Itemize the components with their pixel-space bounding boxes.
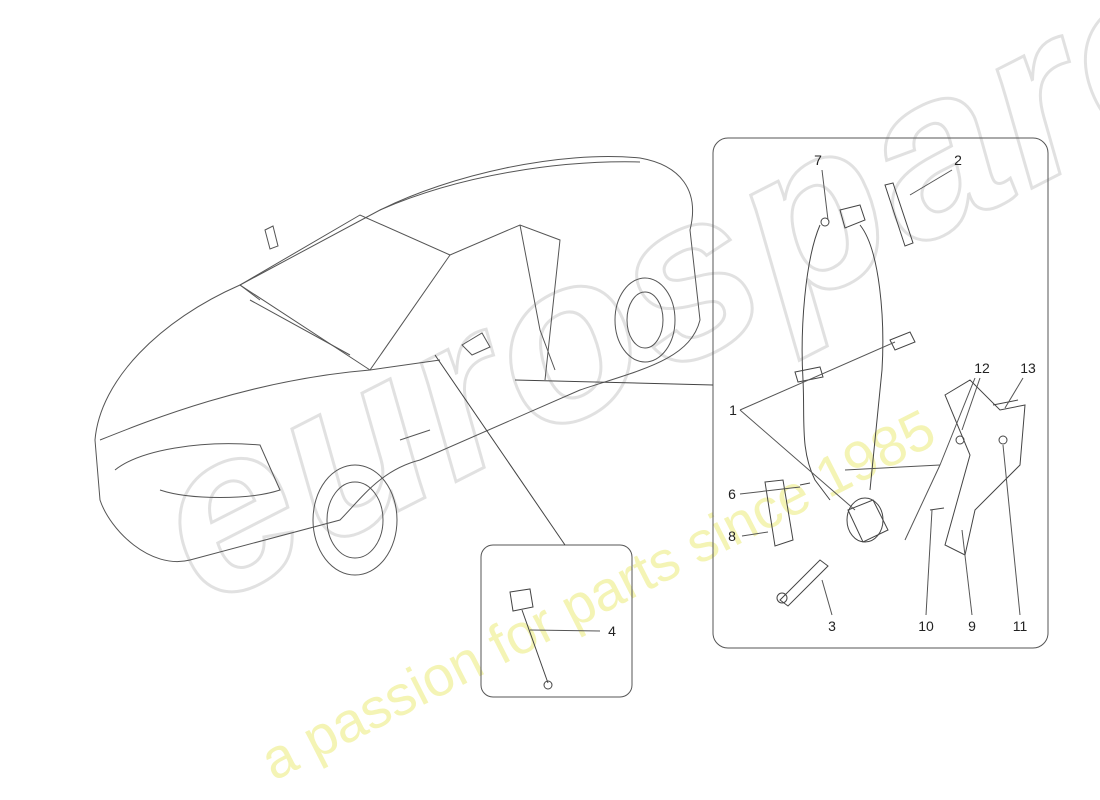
callout-10: 10 (918, 618, 934, 634)
buckle-callout-box (480, 544, 633, 698)
leader-lines (529, 169, 1024, 632)
callout-6: 6 (728, 486, 736, 502)
callout-2: 2 (954, 152, 962, 168)
callout-12: 12 (974, 360, 990, 376)
callout-3: 3 (828, 618, 836, 634)
car-illustration (94, 156, 701, 576)
callout-8: 8 (728, 528, 736, 544)
callout-13: 13 (1020, 360, 1036, 376)
main-callout-box (712, 137, 1049, 649)
callout-4: 4 (608, 623, 616, 639)
callout-7: 7 (814, 152, 822, 168)
callout-9: 9 (968, 618, 976, 634)
callout-1: 1 (729, 402, 737, 418)
callout-11: 11 (1012, 618, 1028, 634)
buckle-part (509, 588, 553, 690)
seat-belt-assembly (764, 182, 1026, 607)
